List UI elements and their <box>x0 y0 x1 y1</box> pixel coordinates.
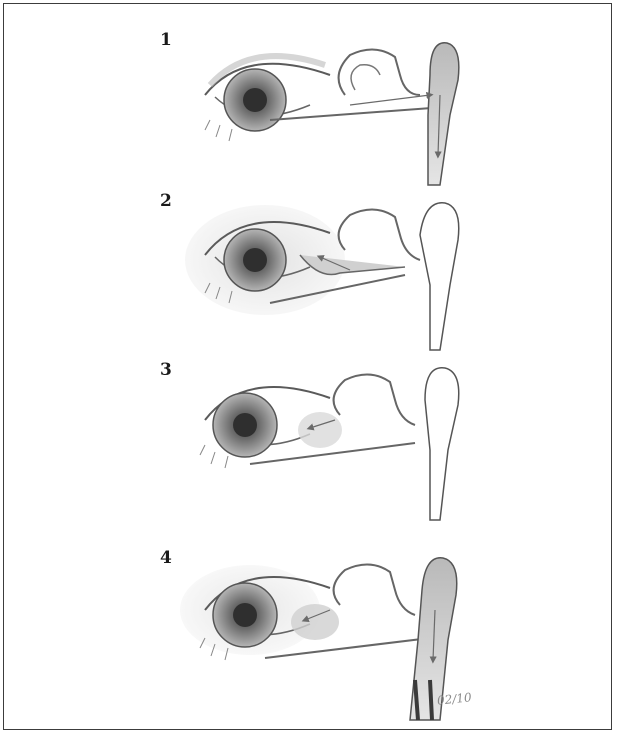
eye-1 <box>205 56 330 141</box>
panel-1-illustration <box>0 35 617 195</box>
lacrimal-system-1 <box>270 43 459 185</box>
panel-2-illustration <box>0 195 617 365</box>
lacrimal-system-3 <box>250 368 459 520</box>
panel-3-illustration <box>0 360 617 530</box>
panel-4-illustration <box>0 550 617 730</box>
